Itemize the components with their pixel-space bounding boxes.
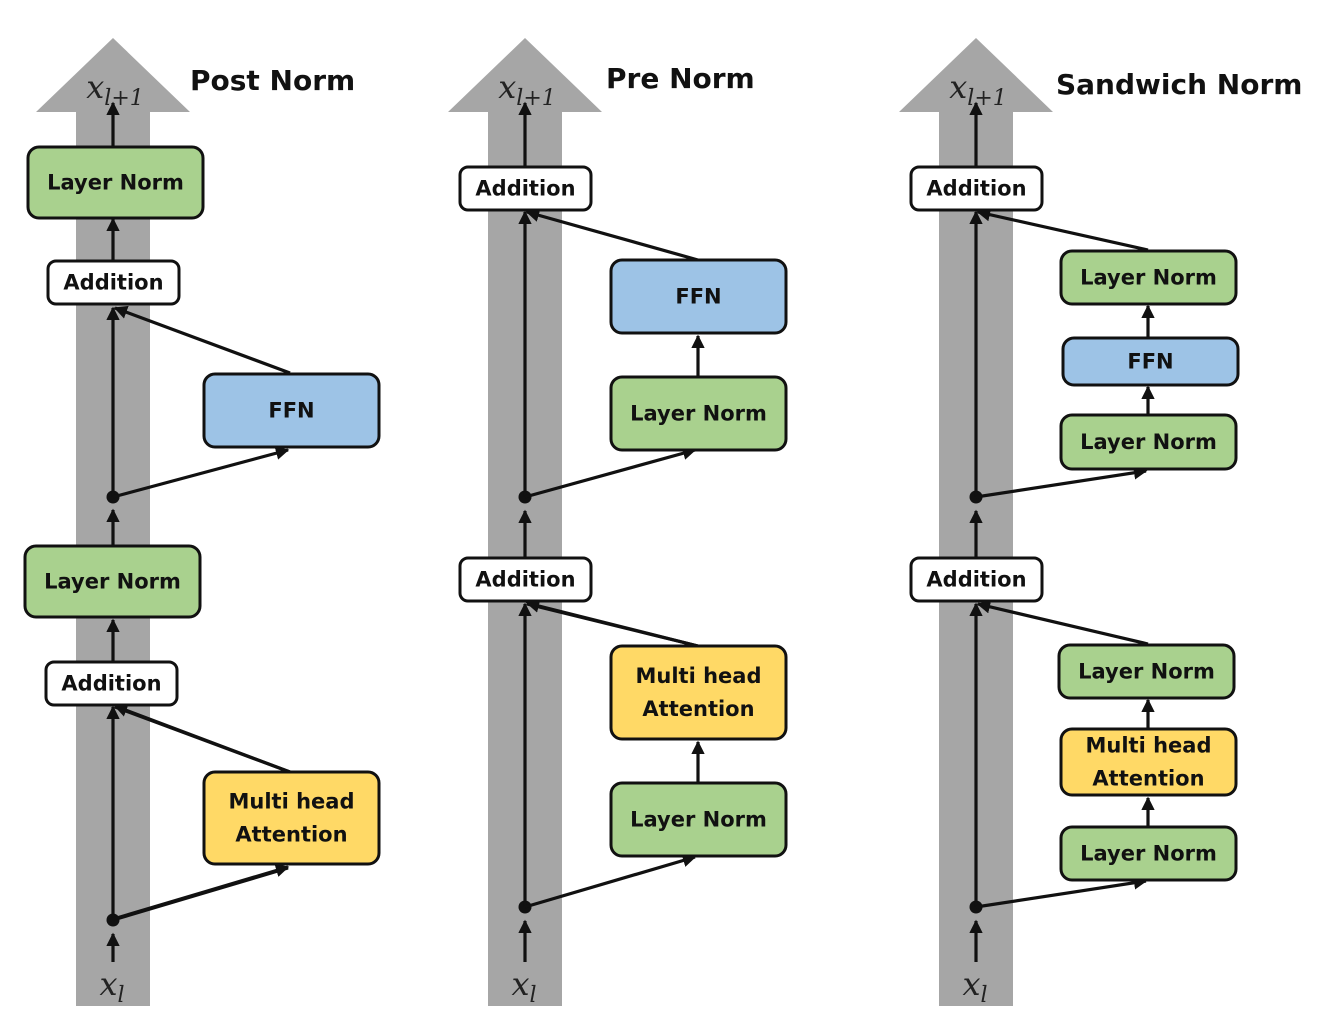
layer-norm-box — [23, 544, 202, 619]
layer-norm-label: Layer Norm — [1080, 430, 1217, 454]
attention-box — [609, 644, 788, 741]
branch-arrow — [524, 446, 697, 499]
panel-title: Pre Norm — [606, 62, 755, 95]
layer-norm-box — [1057, 643, 1236, 700]
addition-box — [909, 165, 1044, 212]
addition-label: Addition — [926, 177, 1026, 201]
sublayer-output-arrow — [113, 305, 291, 375]
ffn-box — [1061, 336, 1240, 387]
panel-title: Sandwich Norm — [1056, 68, 1302, 101]
branch-arrow — [975, 876, 1148, 909]
layer-norm-label: Layer Norm — [1078, 660, 1215, 684]
addition-block: Addition — [458, 556, 593, 603]
attention-box — [1059, 727, 1238, 797]
layer-norm-block: Layer Norm — [1057, 643, 1236, 700]
layer-norm-box — [609, 781, 788, 858]
layer-norm-block: Layer Norm — [26, 145, 205, 220]
output-variable: xl+1 — [86, 68, 144, 111]
ffn-box — [202, 372, 381, 449]
addition-box — [458, 165, 593, 212]
layer-norm-block: Layer Norm — [1059, 249, 1238, 306]
addition-label: Addition — [475, 568, 575, 592]
addition-label: Addition — [61, 672, 161, 696]
addition-box — [46, 259, 181, 306]
layer-norm-block: Layer Norm — [609, 375, 788, 452]
branch-arrow — [975, 466, 1148, 499]
branch-arrow — [524, 853, 697, 909]
layer-norm-label: Layer Norm — [630, 402, 767, 426]
input-variable: xl — [99, 965, 124, 1008]
addition-block: Addition — [46, 259, 181, 306]
ffn-block: FFN — [609, 258, 788, 335]
layer-norm-box — [609, 375, 788, 452]
ffn-box — [609, 258, 788, 335]
attention-label: Multi head — [229, 790, 355, 814]
attention-box — [202, 770, 381, 866]
sublayer-output-arrow — [976, 600, 1149, 646]
ffn-block: FFN — [202, 372, 381, 449]
branch-arrow — [109, 864, 290, 922]
layer-norm-box — [1059, 249, 1238, 306]
addition-box — [44, 660, 179, 707]
layer-norm-block: Layer Norm — [609, 781, 788, 858]
ffn-label: FFN — [675, 285, 721, 309]
layer-norm-box — [26, 145, 205, 220]
ffn-label: FFN — [268, 399, 314, 423]
panel-title: Post Norm — [190, 64, 355, 97]
layer-norm-block: Layer Norm — [1059, 413, 1238, 471]
attention-label: Multi head — [636, 664, 762, 688]
addition-block: Addition — [44, 660, 179, 707]
attention-label: Attention — [642, 697, 754, 721]
attention-label: Attention — [235, 823, 347, 847]
addition-block: Addition — [909, 556, 1044, 603]
branch-arrow — [112, 446, 290, 499]
addition-block: Addition — [458, 165, 593, 212]
addition-box — [458, 556, 593, 603]
layer-norm-label: Layer Norm — [44, 570, 181, 594]
addition-block: Addition — [909, 165, 1044, 212]
layer-norm-label: Layer Norm — [1080, 842, 1217, 866]
layer-norm-label: Layer Norm — [1080, 266, 1217, 290]
layer-norm-box — [1059, 825, 1238, 882]
input-variable: xl — [511, 965, 536, 1008]
input-variable: xl — [962, 965, 987, 1008]
layer-norm-label: Layer Norm — [47, 171, 184, 195]
addition-label: Addition — [63, 271, 163, 295]
layer-norm-block: Layer Norm — [1059, 825, 1238, 882]
sublayer-output-arrow — [525, 599, 699, 648]
layer-norm-block: Layer Norm — [23, 544, 202, 619]
addition-label: Addition — [926, 568, 1026, 592]
attention-label: Multi head — [1086, 734, 1212, 758]
ffn-block: FFN — [1061, 336, 1240, 387]
layer-norm-box — [1059, 413, 1238, 471]
ffn-label: FFN — [1127, 350, 1173, 374]
addition-box — [909, 556, 1044, 603]
sublayer-output-arrow — [525, 208, 699, 262]
layer-norm-label: Layer Norm — [630, 808, 767, 832]
sublayer-output-arrow — [113, 703, 291, 774]
sublayer-output-arrow — [976, 208, 1149, 252]
attention-label: Attention — [1092, 767, 1204, 791]
addition-label: Addition — [475, 177, 575, 201]
